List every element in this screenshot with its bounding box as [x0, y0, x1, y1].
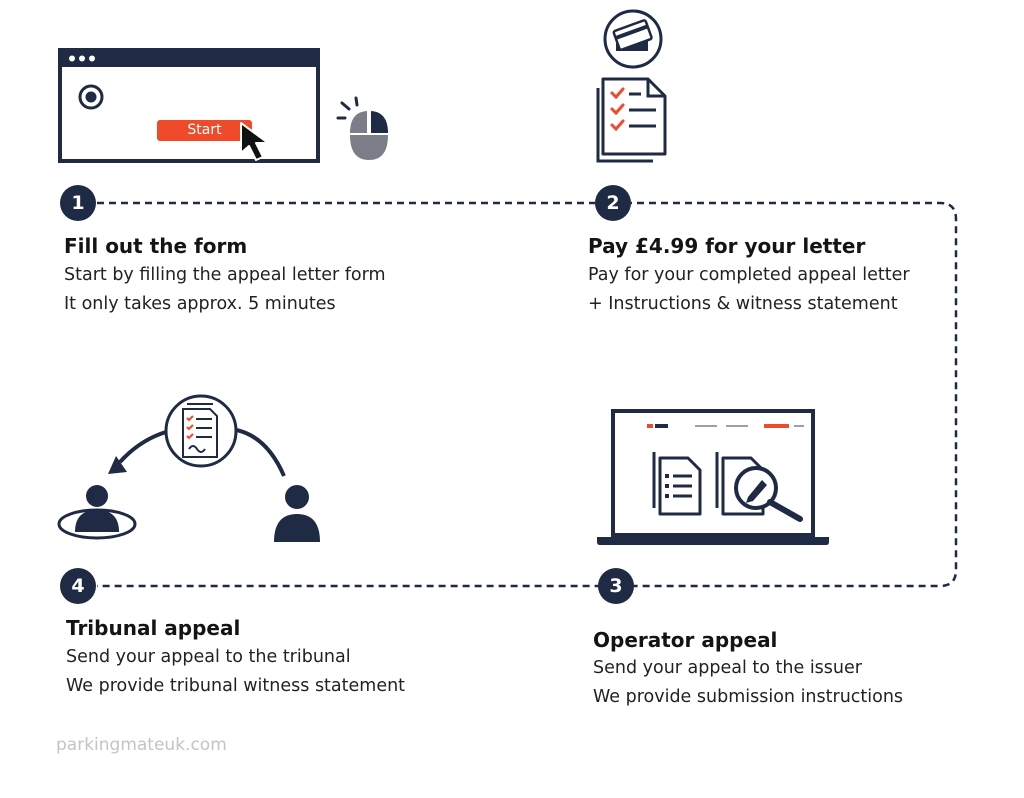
step-2-line-1: Pay for your completed appeal letter: [588, 265, 910, 285]
step-4-line-1: Send your appeal to the tribunal: [66, 647, 351, 667]
step-3-line-2: We provide submission instructions: [593, 687, 904, 707]
step-3-title: Operator appeal: [593, 628, 778, 652]
step-3-line-1: Send your appeal to the issuer: [593, 658, 862, 678]
step-4-title: Tribunal appeal: [66, 616, 241, 640]
step-1-line-1: Start by filling the appeal letter form: [64, 265, 386, 285]
step-1-title: Fill out the form: [64, 234, 248, 258]
step-1-badge: 1: [60, 185, 96, 221]
step-2-line-2: + Instructions & witness statement: [588, 294, 898, 314]
start-button[interactable]: Start: [157, 120, 252, 141]
step-2-title: Pay £4.99 for your letter: [588, 234, 866, 258]
step-4-line-2: We provide tribunal witness statement: [66, 676, 406, 696]
step-1-line-2: It only takes approx. 5 minutes: [64, 294, 336, 314]
step-3-badge: 3: [598, 568, 634, 604]
step-4-badge: 4: [60, 568, 96, 604]
step-2-badge: 2: [595, 185, 631, 221]
site-watermark: parkingmateuk.com: [56, 735, 227, 755]
